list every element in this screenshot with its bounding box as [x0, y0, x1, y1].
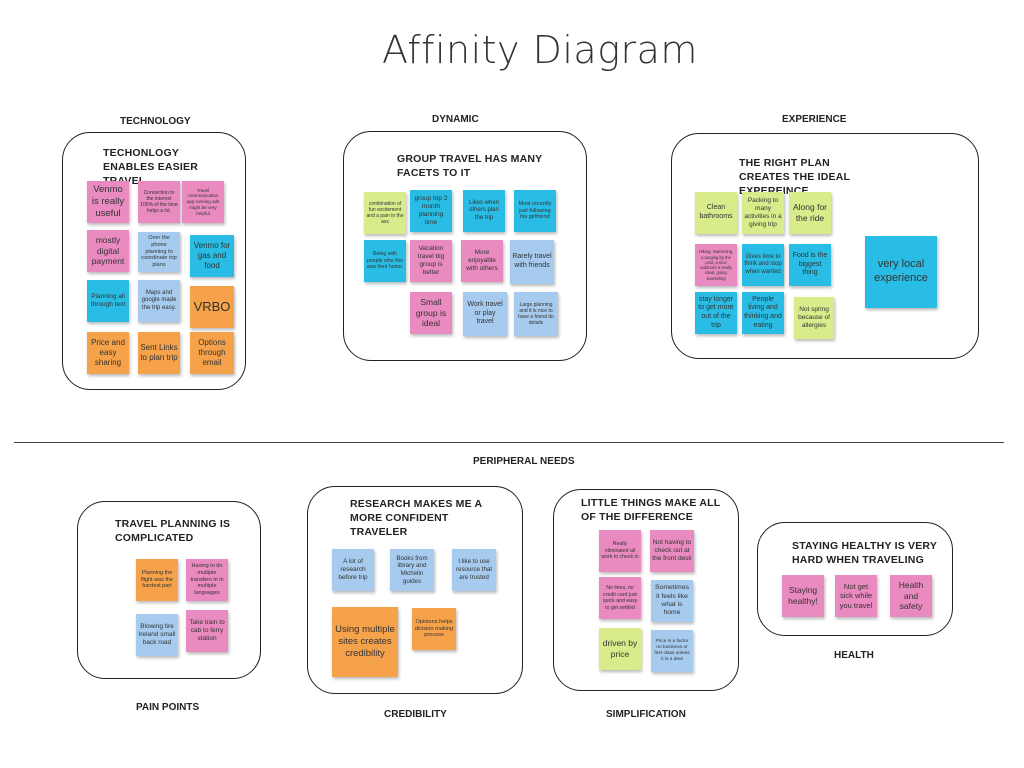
group-pain-points: TRAVEL PLANNING IS COMPLICATED Planning …	[77, 501, 261, 679]
sticky-note[interactable]: Over the phone planning to coordinate tr…	[138, 232, 180, 272]
peripheral-needs-label: PERIPHERAL NEEDS	[473, 456, 575, 467]
sticky-note[interactable]: Planning all through text	[87, 280, 129, 322]
category-label-technology: TECHNOLOGY	[120, 116, 191, 127]
sticky-note[interactable]: Gives time to think and stop when wanted	[742, 244, 784, 286]
sticky-note[interactable]: Rarely travel with friends	[510, 240, 554, 284]
group-credibility: RESEARCH MAKES ME A MORE CONFIDENT TRAVE…	[307, 486, 523, 694]
sticky-note[interactable]: Sometimes it feels like what is home	[651, 580, 693, 622]
sticky-note[interactable]: Take train to cab to ferry station	[186, 610, 228, 652]
sticky-note[interactable]: stay longer to get more out of the trip	[695, 292, 737, 334]
sticky-note[interactable]: Options through email	[190, 332, 234, 374]
sticky-note[interactable]: driven by price	[599, 628, 641, 670]
sticky-note[interactable]: Work travel or play travel	[463, 292, 507, 336]
group-heading: LITTLE THINGS MAKE ALL OF THE DIFFERENCE	[581, 497, 721, 524]
sticky-note[interactable]: group trip 2 month planning time	[410, 190, 452, 232]
sticky-note[interactable]: Being with people who this was their hom…	[364, 240, 406, 282]
sticky-note[interactable]: Clean bathrooms	[695, 192, 737, 234]
sticky-note[interactable]: Venmo for gas and food	[190, 235, 234, 277]
category-label-health: HEALTH	[834, 650, 874, 661]
sticky-note[interactable]: Having to do multiple transfers in in mu…	[186, 559, 228, 601]
sticky-note[interactable]: Hiking, Swimming, Lounging by the pool, …	[695, 244, 737, 286]
sticky-note[interactable]: Likes when others plan the trip	[463, 190, 505, 232]
sticky-note[interactable]: Vacation travel big group is better	[410, 240, 452, 282]
sticky-note[interactable]: Staying healthy!	[782, 575, 824, 617]
category-label-simplification: SIMPLIFICATION	[606, 709, 686, 720]
sticky-note[interactable]: No lines, no credit card just quick and …	[599, 577, 641, 619]
group-experience: THE RIGHT PLAN CREATES THE IDEAL EXPEREI…	[671, 133, 979, 359]
sticky-note[interactable]: Food is the biggest thing	[789, 244, 831, 286]
sticky-note[interactable]: Really eliminated all work to check in	[599, 530, 641, 572]
category-label-experience: EXPERIENCE	[782, 114, 847, 125]
group-health: STAYING HEALTHY IS VERY HARD WHEN TRAVEL…	[757, 522, 953, 636]
group-simplification: LITTLE THINGS MAKE ALL OF THE DIFFERENCE…	[553, 489, 739, 691]
sticky-note[interactable]: Opinions helps dicision making process	[412, 608, 456, 650]
sticky-note[interactable]: Sent Links to plan trip	[138, 332, 180, 374]
sticky-note[interactable]: combination of fun excitement and a pain…	[364, 192, 406, 234]
sticky-note[interactable]: Price is a factor no business or first c…	[651, 630, 693, 672]
sticky-note[interactable]: Most recently just following his girlfri…	[514, 190, 556, 232]
sticky-note[interactable]: VRBO	[190, 286, 234, 328]
sticky-note[interactable]: Blowing tire Ireland small back road	[136, 614, 178, 656]
sticky-note[interactable]: Not spring because of allergies	[794, 297, 834, 339]
sticky-note[interactable]: Maps and google made the trip easy.	[138, 280, 180, 322]
group-heading: RESEARCH MAKES ME A MORE CONFIDENT TRAVE…	[350, 498, 482, 539]
sticky-note[interactable]: Along for the ride	[789, 192, 831, 234]
sticky-note[interactable]: Venmo is really useful	[87, 181, 129, 223]
sticky-note[interactable]: Small group is ideal	[410, 292, 452, 334]
group-heading: STAYING HEALTHY IS VERY HARD WHEN TRAVEL…	[792, 540, 937, 567]
group-dynamic: GROUP TRAVEL HAS MANY FACETS TO IT combi…	[343, 131, 587, 361]
category-label-dynamic: DYNAMIC	[432, 114, 479, 125]
sticky-note[interactable]: Using multiple sites creates credibility	[332, 607, 398, 677]
sticky-note[interactable]: Price and easy sharing	[87, 332, 129, 374]
section-divider	[14, 442, 1004, 443]
group-heading: GROUP TRAVEL HAS MANY FACETS TO IT	[397, 153, 543, 180]
sticky-note[interactable]: Health and safety	[890, 575, 932, 617]
group-technology: TECHONLOGY ENABLES EASIER TRAVEL Venmo i…	[62, 132, 246, 390]
sticky-note[interactable]: More enjoyable with others	[461, 240, 503, 282]
sticky-note[interactable]: Books from library and Michelin guides	[390, 549, 434, 591]
sticky-note[interactable]: Not get sick while you travel	[835, 575, 877, 617]
sticky-note[interactable]: very local experience	[865, 236, 937, 308]
sticky-note[interactable]: Not having to check out at the front des…	[650, 530, 694, 572]
sticky-note[interactable]: Packing to many activities in a giving t…	[742, 192, 784, 234]
category-label-credibility: CREDIBILITY	[384, 709, 447, 720]
sticky-note[interactable]: A lot of research before trip	[332, 549, 374, 591]
sticky-note[interactable]: Travel communication app running ads mig…	[182, 181, 224, 223]
category-label-pain-points: PAIN POINTS	[136, 702, 200, 713]
sticky-note[interactable]: Large planning and it is nice to have a …	[514, 292, 558, 336]
sticky-note[interactable]: Planning the flight was the hardest part	[136, 559, 178, 601]
sticky-note[interactable]: People living and thinking and eating	[742, 292, 784, 334]
page-title: Affinity Diagram	[382, 28, 698, 72]
sticky-note[interactable]: Connection to the internet 100% of the t…	[138, 181, 180, 223]
sticky-note[interactable]: I like to use resource that are trusted	[452, 549, 496, 591]
group-heading: TRAVEL PLANNING IS COMPLICATED	[115, 518, 231, 545]
sticky-note[interactable]: mostly digital payment	[87, 230, 129, 272]
